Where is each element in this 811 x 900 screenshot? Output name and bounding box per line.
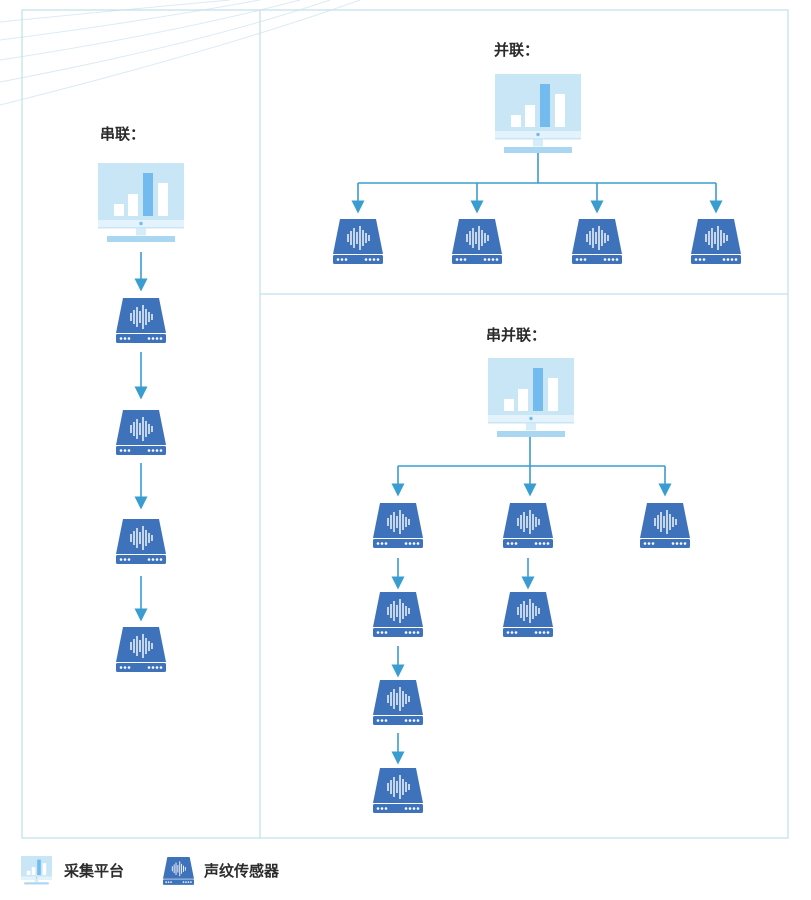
parallel-sensor-1-icon (333, 219, 383, 264)
series-parallel-section-title: 串并联： (486, 326, 547, 344)
sp-sensor-3-1-icon (640, 503, 690, 548)
parallel-section (333, 74, 741, 264)
sp-sensor-2-1-icon (503, 503, 553, 548)
series-sensor-3-icon (116, 519, 166, 564)
sp-sensor-1-4-icon (373, 768, 423, 813)
series-platform-monitor-icon (98, 163, 184, 242)
series-parallel-platform-monitor-icon (488, 358, 574, 437)
series-sensor-4-icon (116, 627, 166, 672)
parallel-section-title: 并联： (494, 41, 540, 59)
series-parallel-section (373, 358, 690, 813)
legend-sensor-icon (163, 857, 194, 885)
parallel-sensor-3-icon (572, 219, 622, 264)
parallel-sensor-4-icon (691, 219, 741, 264)
legend-platform-label: 采集平台 (64, 862, 125, 880)
background-curves (0, 0, 361, 106)
series-sensor-1-icon (116, 298, 166, 343)
sp-sensor-1-1-icon (373, 503, 423, 548)
legend-platform-monitor-icon (21, 856, 52, 885)
sp-sensor-2-2-icon (503, 592, 553, 637)
series-section (98, 163, 184, 672)
series-sensor-2-icon (116, 410, 166, 455)
sp-sensor-1-2-icon (373, 592, 423, 637)
section-frames (21, 9, 789, 839)
series-section-title: 串联： (100, 125, 146, 143)
sp-sensor-1-3-icon (373, 680, 423, 725)
legend-sensor-label: 声纹传感器 (204, 862, 280, 880)
parallel-sensor-2-icon (452, 219, 502, 264)
parallel-platform-monitor-icon (495, 74, 581, 153)
